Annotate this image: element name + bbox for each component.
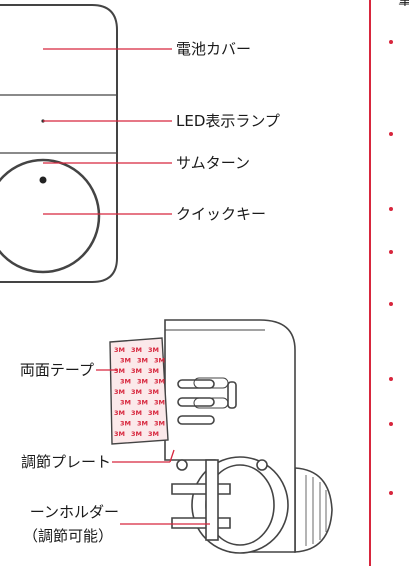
tape-print-text: 3M <box>148 430 159 438</box>
label-quick-key: クイックキー <box>176 205 267 223</box>
bottom-leader-lines <box>96 369 210 525</box>
leader-adjust-plate-tick <box>169 449 175 463</box>
vent-slot <box>177 379 215 389</box>
label-turn-holder-adjustable: （調節可能） <box>22 527 113 545</box>
tape-print-text: 3M <box>154 378 165 386</box>
bullet-point <box>389 132 393 136</box>
tape-print-text: 3M <box>131 388 142 396</box>
tape-print-text: 3M <box>131 346 142 354</box>
vent-slot <box>177 415 215 425</box>
tape-print-text: 3M <box>120 420 131 428</box>
tape-print-text: 3M <box>114 409 125 417</box>
label-double-sided-tape: 両面テープ <box>19 361 94 379</box>
tape-print-text: 3M <box>114 367 125 375</box>
label-led-lamp: LED表示ランプ <box>176 112 280 130</box>
tape-print-text: 3M <box>114 430 125 438</box>
holder-clamp-top <box>171 483 231 495</box>
lock-body-outline <box>0 4 118 283</box>
tape-print-text: 3M <box>154 399 165 407</box>
knob-ridges <box>305 475 327 546</box>
bullet-point <box>389 302 393 306</box>
label-adjust-plate: 調節プレート <box>20 453 111 471</box>
holder-clamp-bottom <box>171 517 231 529</box>
label-battery-cover: 電池カバー <box>176 40 252 58</box>
tape-print-text: 3M <box>148 367 159 375</box>
thumb-turn-marker <box>39 176 47 184</box>
thumb-turn-knob <box>0 158 101 274</box>
column-divider <box>369 0 371 566</box>
bullet-point <box>389 377 393 381</box>
tape-print-text: 3M <box>120 399 131 407</box>
tape-print-text: 3M <box>148 388 159 396</box>
rotary-knob <box>294 467 333 553</box>
tape-print-text: 3M <box>148 346 159 354</box>
tape-print-text: 3M <box>120 378 131 386</box>
lock-side-view <box>164 319 333 554</box>
tape-print-text: 3M <box>114 388 125 396</box>
lock-front-view <box>0 4 118 283</box>
bullet-point <box>389 422 393 426</box>
bullet-point <box>389 40 393 44</box>
tape-print-text: 3M <box>137 357 148 365</box>
tape-print-text: 3M <box>154 420 165 428</box>
label-thumb-turn: サムターン <box>176 154 250 172</box>
top-leader-lines <box>43 48 172 215</box>
side-switch <box>227 381 237 409</box>
tape-print-text: 3M <box>131 409 142 417</box>
column-heading-fragment: 筆 <box>398 0 409 9</box>
holder-pin <box>176 459 188 471</box>
tape-print-text: 3M <box>137 420 148 428</box>
tape-print-text: 3M <box>131 367 142 375</box>
bullet-point <box>389 491 393 495</box>
tape-print-text: 3M <box>148 409 159 417</box>
tape-print-text: 3M <box>120 357 131 365</box>
tape-print-text: 3M <box>137 378 148 386</box>
tape-print-text: 3M <box>114 346 125 354</box>
tape-print-text: 3M <box>137 399 148 407</box>
bullet-point <box>389 207 393 211</box>
tape-sheet-outline <box>109 337 169 445</box>
bullet-point <box>389 250 393 254</box>
tape-print-text: 3M <box>154 357 165 365</box>
label-turn-holder: ーンホルダー <box>29 503 119 521</box>
vent-slot <box>177 397 215 407</box>
holder-pin <box>256 459 268 471</box>
tape-print-text: 3M <box>131 430 142 438</box>
holder-stem <box>205 459 219 541</box>
